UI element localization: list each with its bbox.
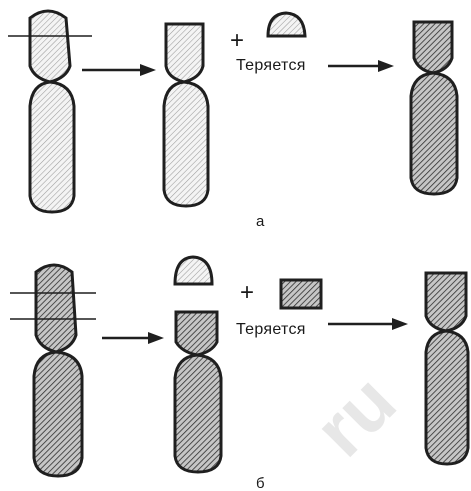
arrow-b-1 xyxy=(102,332,164,344)
final-chromosome-b xyxy=(426,273,468,464)
deleted-chromosome-a xyxy=(164,24,208,206)
plus-sign: + xyxy=(230,27,244,54)
panel-a: + Теряется а xyxy=(8,11,457,230)
short-arm xyxy=(414,22,452,73)
arrow-b-2 xyxy=(328,318,408,330)
lost-fragment-a xyxy=(268,13,305,36)
original-chromosome-b xyxy=(10,265,96,476)
deleted-chromosome-b xyxy=(175,257,221,472)
long-arm xyxy=(34,352,82,476)
long-arm xyxy=(411,73,457,194)
arrow-a-1 xyxy=(82,64,156,76)
long-arm xyxy=(426,331,468,464)
panel-label-b: б xyxy=(256,475,265,491)
short-arm xyxy=(30,11,70,82)
short-arm xyxy=(36,265,76,352)
arrow-a-2 xyxy=(328,60,394,72)
lost-fragment-b xyxy=(281,280,321,308)
lost-label-b: Теряется xyxy=(236,321,306,338)
retained-short-arm xyxy=(166,24,203,82)
long-arm xyxy=(30,82,74,212)
final-chromosome-a xyxy=(411,22,457,194)
long-arm xyxy=(164,82,208,206)
watermark-text: ru xyxy=(298,359,412,473)
retained-short-arm xyxy=(176,312,217,355)
terminal-fragment xyxy=(175,257,212,284)
plus-sign: + xyxy=(240,279,254,306)
lost-label-a: Теряется xyxy=(236,57,306,74)
panel-label-a: а xyxy=(256,213,265,230)
original-chromosome-a xyxy=(8,11,92,212)
short-arm xyxy=(426,273,466,331)
long-arm xyxy=(175,355,221,472)
panel-b: + Теряется б xyxy=(10,257,468,491)
